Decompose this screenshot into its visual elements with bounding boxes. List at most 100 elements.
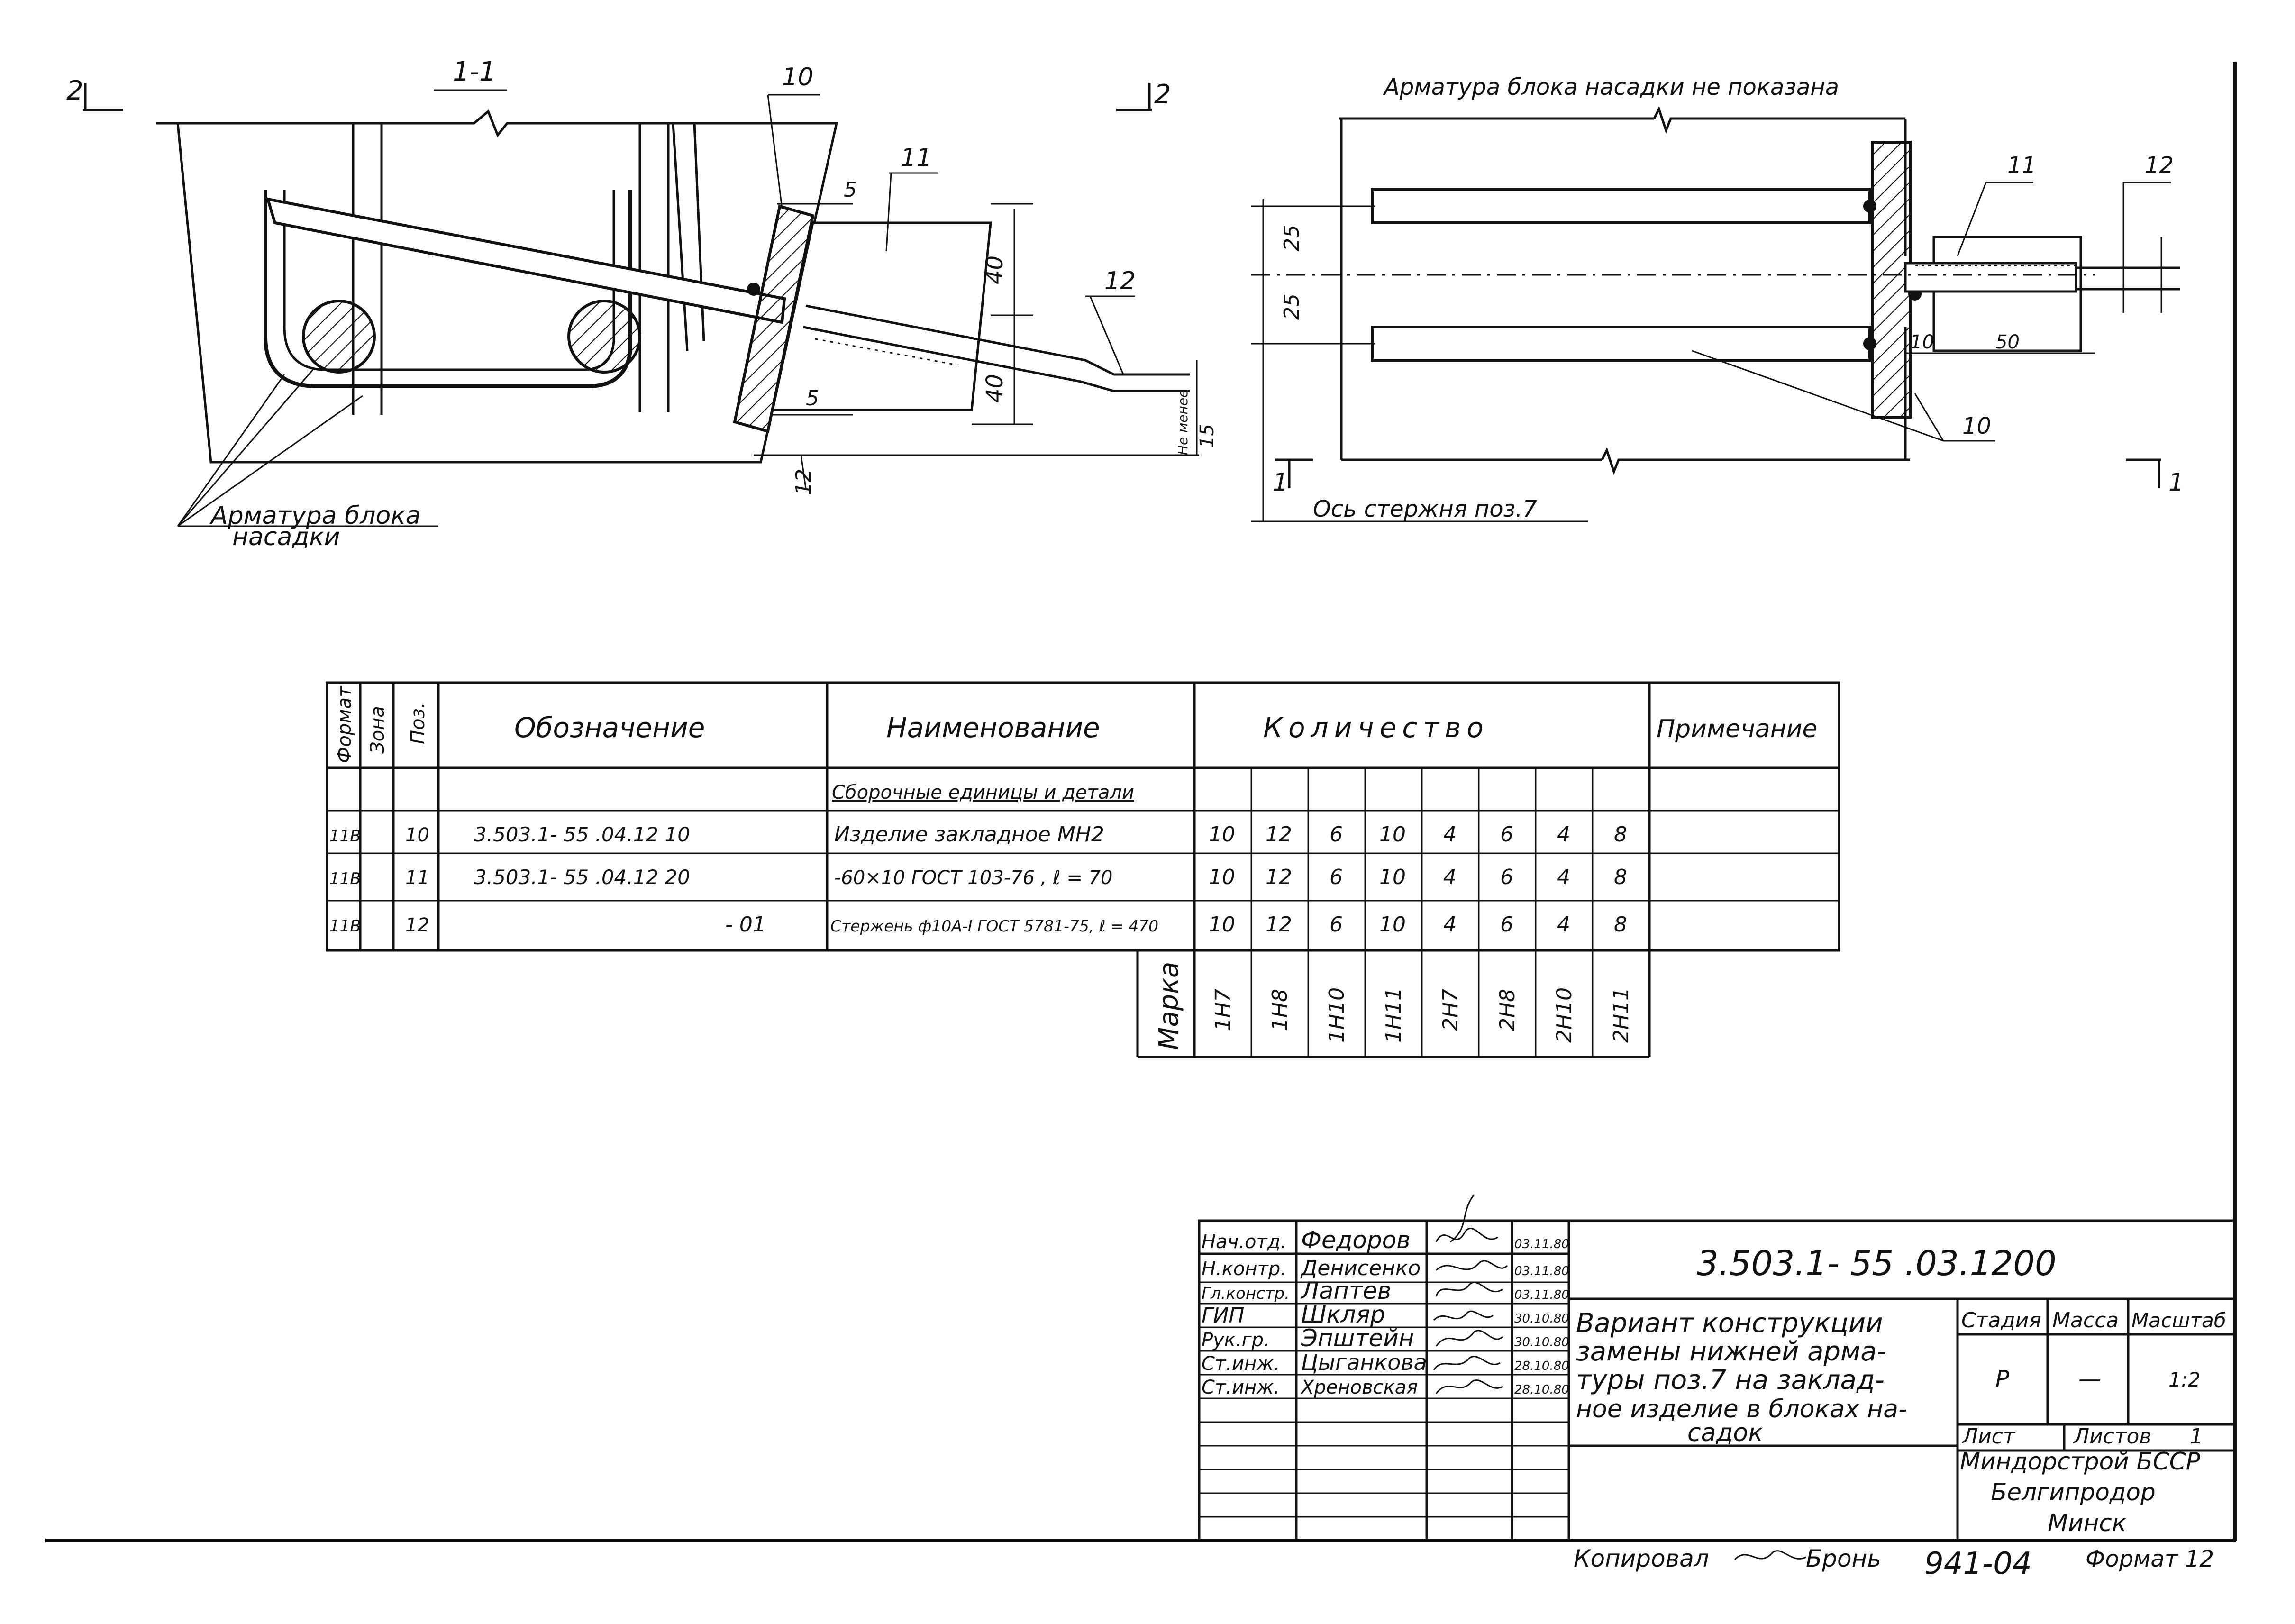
sig-5-date: 30.10.80	[1514, 1335, 1569, 1350]
mark-5: 2Н7	[1439, 989, 1463, 1031]
row-3-qty-6: 6	[1500, 912, 1513, 937]
header-name: Наименование	[886, 712, 1100, 744]
sig-5-role: Рук.гр.	[1202, 1329, 1270, 1351]
sig-5-name: Эпштейн	[1301, 1324, 1414, 1352]
dim-15: 15	[1196, 424, 1218, 448]
row-2-qty-2: 12	[1266, 865, 1292, 889]
row-1-qty-7: 4	[1557, 822, 1570, 847]
row-2-qty-5: 4	[1443, 865, 1457, 889]
archive-stamp: 941-04	[1924, 1546, 2032, 1581]
header-zone: Зона	[367, 706, 389, 754]
row-2-designation: 3.503.1- 55 .04.12 20	[474, 866, 690, 889]
sig-4-role: ГИП	[1202, 1304, 1245, 1328]
sig-3-role: Гл.констр.	[1202, 1284, 1290, 1303]
row-1-qty-2: 12	[1266, 822, 1292, 847]
bar-top	[1371, 188, 1871, 224]
header-quantity: Количество	[1263, 712, 1489, 744]
section-heading: Сборочные единицы и детали	[832, 782, 1134, 803]
dim-40-bottom: 40	[982, 374, 1008, 403]
row-3-qty-7: 4	[1557, 912, 1570, 937]
row-3-qty-8: 8	[1614, 912, 1627, 937]
sig-6-role: Ст.инж.	[1202, 1353, 1280, 1375]
copied-label: Копировал	[1574, 1545, 1709, 1572]
sig-1-date: 03.11.80	[1514, 1237, 1569, 1251]
pos-10-label: 10	[782, 63, 813, 91]
title-line-1: Вариант конструкции	[1576, 1308, 1883, 1339]
scale-label: Масштаб	[2131, 1309, 2226, 1332]
plate-11-plan	[1932, 236, 2082, 352]
row-2-qty-7: 4	[1557, 865, 1570, 889]
row-2-qty-4: 10	[1379, 865, 1406, 889]
title-line-4: ное изделие в блоках на-	[1576, 1395, 1907, 1423]
note-block-reinforcement: Арматура блока	[209, 502, 421, 530]
row-2-format: 11В	[329, 869, 361, 888]
row-3-qty-3: 6	[1330, 912, 1343, 937]
plan-view-drawing: Арматура блока насадки не показана 25 25…	[1251, 74, 2184, 522]
row-2-qty-6: 6	[1500, 865, 1513, 889]
mark-8: 2Н11	[1609, 987, 1633, 1043]
sig-4-name: Шкляр	[1301, 1301, 1385, 1328]
mark-4: 1Н11	[1382, 987, 1406, 1043]
sig-7-date: 28.10.80	[1514, 1383, 1569, 1397]
org-line-3: Минск	[2048, 1509, 2126, 1537]
note-block-reinforcement-2: насадки	[232, 523, 340, 551]
section-mark-1-right: 1	[2168, 468, 2184, 497]
mark-7: 2Н10	[1552, 987, 1576, 1043]
mark-3: 1Н10	[1325, 987, 1349, 1043]
sig-3-name: Лаптев	[1300, 1277, 1391, 1305]
section-mark-2-right: 2	[1154, 79, 1171, 110]
header-pos: Поз.	[407, 702, 429, 744]
row-1-pos: 10	[405, 824, 429, 846]
ne-menee-label: Не менее	[1175, 390, 1191, 455]
row-1-qty-3: 6	[1330, 822, 1343, 847]
bar-bottom	[1371, 326, 1871, 362]
spec-table: Формат Зона Поз. Обозначение Наименовани…	[326, 681, 1840, 1058]
row-2-qty-3: 6	[1330, 865, 1343, 889]
row-3-name: Стержень ф10А-I ГОСТ 5781-75, ℓ = 470	[830, 917, 1158, 935]
rod-12-plan	[1904, 262, 2077, 293]
dim-5-top: 5	[844, 178, 857, 202]
sheets-label: Листов	[2073, 1424, 2151, 1449]
row-2-name: -60×10 ГОСТ 103-76 , ℓ = 70	[834, 867, 1113, 889]
sig-3-date: 03.11.80	[1514, 1288, 1569, 1302]
row-3-qty-2: 12	[1266, 912, 1292, 937]
org-line-1: Миндорстрой БССР	[1960, 1448, 2201, 1475]
row-1-qty-4: 10	[1379, 822, 1406, 847]
org-line-2: Белгипродор	[1991, 1478, 2156, 1506]
section-mark-2-left: 2	[66, 75, 83, 106]
dim-25-top: 25	[1280, 225, 1304, 251]
mark-2: 1Н8	[1268, 989, 1292, 1031]
row-1-qty-5: 4	[1443, 822, 1457, 847]
row-1-qty-6: 6	[1500, 822, 1513, 847]
document-code: 3.503.1- 55 .03.1200	[1697, 1243, 2057, 1283]
row-2-pos: 11	[405, 867, 429, 889]
longitudinal-bar-2	[567, 300, 641, 374]
dim-10: 10	[1910, 331, 1934, 353]
section-1-1-drawing: 2 2 1-1	[66, 56, 1218, 551]
note-reinforcement-not-shown: Арматура блока насадки не показана	[1383, 74, 1839, 100]
header-note: Примечание	[1657, 715, 1818, 743]
sig-7-role: Ст.инж.	[1202, 1377, 1280, 1398]
marka-label: Марка	[1154, 962, 1184, 1050]
row-1-name: Изделие закладное МН2	[834, 822, 1104, 847]
mass-value: —	[2078, 1366, 2101, 1392]
title-line-2: замены нижней арма-	[1576, 1336, 1886, 1367]
title-line-5: садок	[1687, 1419, 1763, 1447]
dim-50: 50	[1995, 331, 2020, 353]
stage-label: Стадия	[1961, 1308, 2041, 1332]
title-line-3: туры поз.7 на заклад-	[1576, 1365, 1885, 1396]
row-3-qty-5: 4	[1443, 912, 1457, 937]
sheets-value: 1	[2190, 1424, 2203, 1449]
rod-12	[803, 304, 1190, 392]
plate-11	[771, 221, 992, 411]
dim-40-top: 40	[982, 255, 1008, 284]
format-label: Формат 12	[2086, 1546, 2214, 1572]
row-3-designation: - 01	[725, 912, 766, 937]
header-designation: Обозначение	[514, 712, 705, 744]
block-outline	[156, 109, 838, 464]
pos-10-label-plan: 10	[1962, 413, 1991, 439]
sig-2-name: Денисенко	[1300, 1256, 1421, 1280]
embedded-plate-10	[733, 204, 815, 433]
copier-name: Бронь	[1806, 1545, 1881, 1572]
section-mark-1-left: 1	[1273, 468, 1288, 497]
